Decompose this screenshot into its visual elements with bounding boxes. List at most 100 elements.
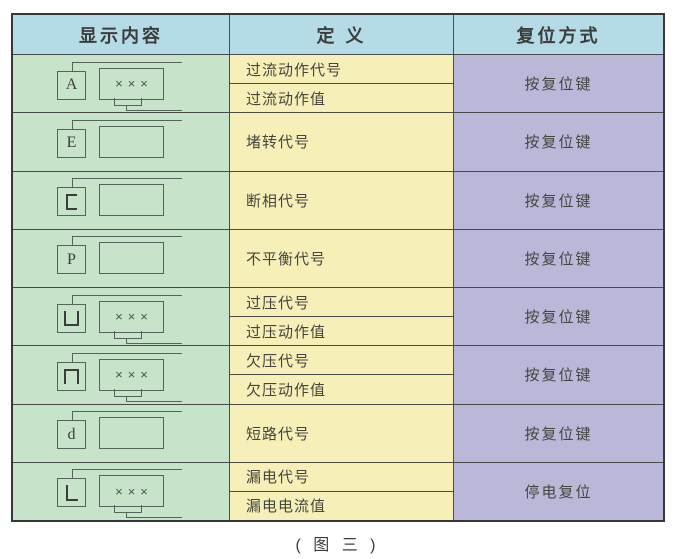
symbol-top-line (72, 411, 182, 413)
symbol-top-stub (72, 294, 73, 305)
symbol-top-stub (72, 178, 73, 189)
definition-cell-phase-loss: 断相代号 (230, 171, 453, 229)
value-digits-box: ××× (99, 358, 164, 391)
symbol-connector-tab (114, 505, 142, 514)
reset-cell-leakage: 停电复位 (454, 462, 663, 520)
segment-glyph-u (64, 310, 79, 326)
definition-text: 断相代号 (246, 192, 311, 210)
definition-cell-overvoltage: 过压代号 过压动作值 (230, 288, 453, 346)
segment-glyph-c (66, 193, 77, 210)
reset-cell-overvoltage: 按复位键 (454, 288, 663, 346)
display-symbol-undervoltage: ××× (51, 347, 191, 403)
definition-text: 漏电电流值 (246, 498, 327, 516)
value-digits-box: ××× (99, 67, 164, 100)
reset-cell-short-circuit: 按复位键 (454, 404, 663, 462)
code-letter: d (67, 425, 76, 443)
code-letter: P (67, 250, 76, 268)
definition-text: 漏电代号 (230, 463, 453, 492)
symbol-connector-vline (126, 512, 127, 519)
symbol-top-line (72, 119, 182, 121)
symbol-connector-line (126, 517, 182, 519)
symbol-top-stub (72, 119, 73, 130)
definition-cell-undervoltage: 欠压代号 欠压动作值 (230, 346, 453, 404)
header-display-content: 显示内容 (13, 15, 229, 54)
value-digits-box (99, 125, 164, 158)
reset-cell-undervoltage: 按复位键 (454, 346, 663, 404)
value-digits-box (99, 184, 164, 217)
definition-text: 过流动作值 (246, 90, 327, 108)
display-symbol-unbalance: P (51, 230, 191, 286)
symbol-connector-vline (126, 395, 127, 402)
fault-display-table: 显示内容 定 义 复位方式 A ××× 过流动作代号 过流动作值 按复位键 E (11, 13, 665, 522)
code-letter: A (65, 76, 78, 94)
symbol-top-line (72, 61, 182, 63)
symbol-top-stub (72, 236, 73, 247)
definition-cell-overcurrent: 过流动作代号 过流动作值 (230, 55, 453, 113)
definition-text: 过流动作代号 (230, 55, 453, 85)
definition-text: 堵转代号 (246, 134, 311, 152)
code-digit-box: E (57, 128, 86, 158)
symbol-cell-leakage: ××× (13, 462, 229, 520)
symbol-connector-tab (114, 330, 142, 339)
code-digit-box: d (57, 420, 86, 450)
definition-cell-leakage: 漏电代号 漏电电流值 (230, 462, 453, 520)
reset-cell-phase-loss: 按复位键 (454, 171, 663, 229)
display-symbol-phase-loss (51, 172, 191, 228)
header-reset-method: 复位方式 (454, 15, 663, 54)
code-digit-box: A (57, 70, 86, 100)
value-digits-box (99, 242, 164, 275)
symbol-connector-vline (126, 337, 127, 344)
symbol-cell-overvoltage: ××× (13, 288, 229, 346)
display-symbol-overvoltage: ××× (51, 289, 191, 345)
symbol-top-line (72, 294, 182, 296)
figure-caption: ( 图 三 ) (295, 537, 380, 554)
symbol-cell-unbalance: P (13, 229, 229, 287)
definition-text: 欠压动作值 (246, 381, 327, 399)
symbol-top-line (72, 236, 182, 238)
symbol-connector-tab (114, 97, 142, 106)
segment-glyph-l (65, 484, 78, 501)
symbol-top-line (72, 178, 182, 180)
symbol-connector-line (126, 400, 182, 402)
definition-text: 过压动作值 (246, 323, 327, 341)
symbol-top-stub (72, 469, 73, 480)
definition-text: 不平衡代号 (246, 250, 327, 268)
reset-cell-overcurrent: 按复位键 (454, 55, 663, 113)
value-digits-box: ××× (99, 475, 164, 508)
code-digit-box (57, 478, 86, 508)
symbol-top-stub (72, 61, 73, 72)
symbol-top-line (72, 469, 182, 471)
definition-cell-locked-rotor: 堵转代号 (230, 113, 453, 171)
definition-cell-short-circuit: 短路代号 (230, 404, 453, 462)
symbol-cell-short-circuit: d (13, 404, 229, 462)
symbol-connector-line (126, 109, 182, 111)
display-symbol-locked-rotor: E (51, 114, 191, 170)
symbol-connector-line (126, 342, 182, 344)
definition-text: 短路代号 (246, 425, 311, 443)
display-symbol-leakage: ××× (51, 463, 191, 519)
symbol-connector-vline (126, 104, 127, 111)
symbol-cell-locked-rotor: E (13, 113, 229, 171)
display-symbol-short-circuit: d (51, 405, 191, 461)
segment-glyph-n (64, 368, 79, 384)
symbol-top-line (72, 352, 182, 354)
code-digit-box (57, 187, 86, 217)
definition-text: 欠压代号 (230, 346, 453, 376)
symbol-top-stub (72, 352, 73, 363)
definition-cell-unbalance: 不平衡代号 (230, 229, 453, 287)
code-letter: E (66, 134, 77, 152)
code-digit-box (57, 361, 86, 391)
reset-cell-locked-rotor: 按复位键 (454, 113, 663, 171)
symbol-cell-undervoltage: ××× (13, 346, 229, 404)
symbol-cell-phase-loss (13, 171, 229, 229)
code-digit-box: P (57, 245, 86, 275)
header-definition: 定 义 (230, 15, 453, 54)
symbol-top-stub (72, 411, 73, 422)
definition-text: 过压代号 (230, 288, 453, 318)
value-digits-box (99, 417, 164, 450)
code-digit-box (57, 303, 86, 333)
display-symbol-overcurrent: A ××× (51, 56, 191, 112)
symbol-cell-overcurrent: A ××× (13, 55, 229, 113)
symbol-connector-tab (114, 388, 142, 397)
reset-cell-unbalance: 按复位键 (454, 229, 663, 287)
